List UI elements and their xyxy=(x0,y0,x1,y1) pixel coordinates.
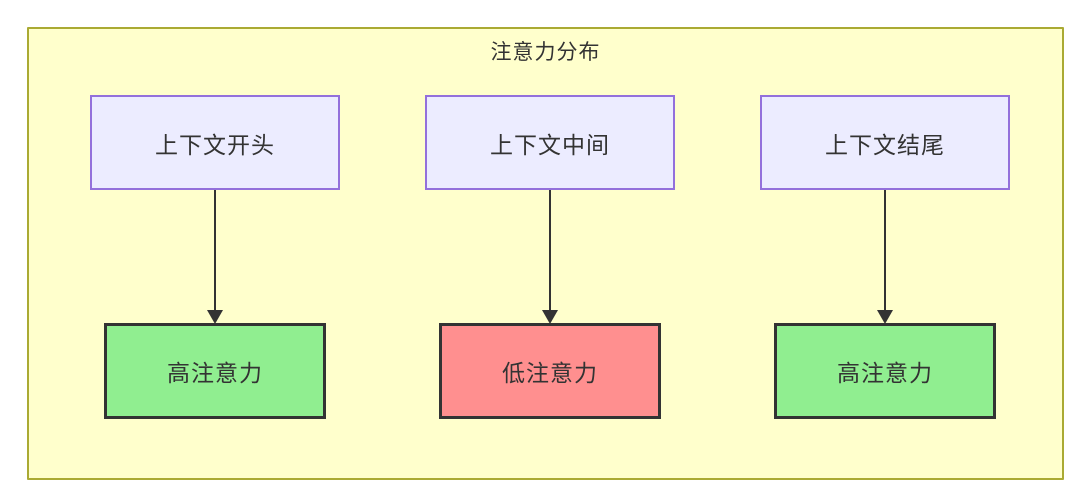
attention-distribution-group: 注意力分布 上下文开头 高注意力 上下文中间 低注意力 上下文结尾 高注意力 xyxy=(27,27,1064,480)
arrow-line xyxy=(549,190,551,310)
node-low-attention: 低注意力 xyxy=(439,323,661,419)
column-context-start: 上下文开头 高注意力 xyxy=(90,95,340,419)
node-high-attention-1: 高注意力 xyxy=(104,323,326,419)
node-context-end: 上下文结尾 xyxy=(760,95,1010,190)
arrow-head xyxy=(542,310,558,324)
arrow-head xyxy=(207,310,223,324)
column-context-end: 上下文结尾 高注意力 xyxy=(760,95,1010,419)
arrow-head xyxy=(877,310,893,324)
arrow-down-icon xyxy=(542,190,558,324)
node-high-attention-2: 高注意力 xyxy=(774,323,996,419)
diagram-title: 注意力分布 xyxy=(490,41,601,64)
node-context-start: 上下文开头 xyxy=(90,95,340,190)
arrow-down-icon xyxy=(207,190,223,324)
arrow-line xyxy=(214,190,216,310)
arrow-down-icon xyxy=(877,190,893,324)
node-context-middle: 上下文中间 xyxy=(425,95,675,190)
column-context-middle: 上下文中间 低注意力 xyxy=(425,95,675,419)
arrow-line xyxy=(884,190,886,310)
